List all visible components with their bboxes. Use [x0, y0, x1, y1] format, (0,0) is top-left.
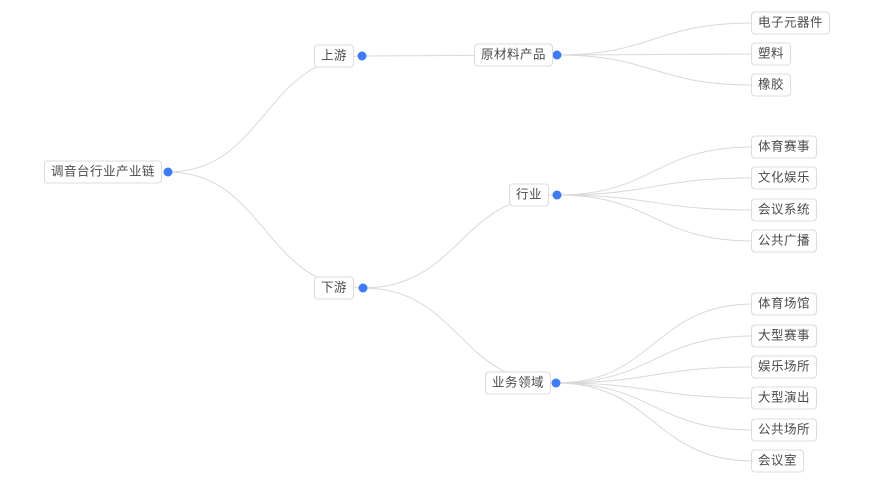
edge-group — [167, 22, 754, 462]
edge-business-public-places — [555, 382, 754, 431]
downstream-node-dot[interactable] — [358, 283, 368, 293]
node-public-broadcast[interactable]: 公共广播 — [751, 229, 818, 253]
edge-downstream-business-areas — [362, 287, 557, 384]
root-node-dot[interactable] — [163, 167, 173, 177]
node-large-performances[interactable]: 大型演出 — [751, 386, 818, 410]
node-large-events[interactable]: 大型赛事 — [751, 324, 818, 348]
business-areas-node-dot[interactable] — [551, 378, 561, 388]
edge-root-downstream — [167, 171, 364, 289]
edge-industry-culture-entertainment — [556, 177, 754, 196]
node-culture-entertainment[interactable]: 文化娱乐 — [751, 166, 818, 190]
edge-industry-public-broadcast — [556, 194, 754, 242]
node-downstream[interactable]: 下游 — [314, 276, 355, 300]
raw-materials-node-dot[interactable] — [552, 50, 562, 60]
edge-business-entertainment-venues — [555, 366, 754, 384]
edge-business-meeting-room — [555, 382, 754, 462]
node-rubber[interactable]: 橡胶 — [751, 73, 792, 97]
node-raw-materials[interactable]: 原材料产品 — [474, 43, 554, 67]
node-plastic[interactable]: 塑料 — [751, 42, 792, 66]
node-public-places[interactable]: 公共场所 — [751, 418, 818, 442]
industry-node-dot[interactable] — [552, 190, 562, 200]
edge-industry-sports-events — [556, 146, 754, 196]
edge-raw-materials-plastic — [556, 53, 754, 56]
edge-business-large-events — [555, 335, 754, 384]
node-dot-group — [163, 50, 562, 388]
node-entertainment-venues[interactable]: 娱乐场所 — [751, 355, 818, 379]
node-root[interactable]: 调音台行业产业链 — [44, 160, 163, 184]
node-business-areas[interactable]: 业务领域 — [485, 371, 552, 395]
node-sports-events[interactable]: 体育赛事 — [751, 135, 818, 159]
node-conference-system[interactable]: 会议系统 — [751, 198, 818, 222]
edge-raw-materials-electronic-components — [556, 22, 754, 56]
node-meeting-room[interactable]: 会议室 — [751, 449, 805, 473]
edge-business-large-performances — [555, 382, 754, 399]
node-industry[interactable]: 行业 — [509, 183, 550, 207]
upstream-node-dot[interactable] — [357, 51, 367, 61]
edge-root-upstream — [167, 55, 363, 173]
edge-business-sports-venues — [555, 303, 754, 384]
node-sports-venues[interactable]: 体育场馆 — [751, 292, 818, 316]
node-electronic-components[interactable]: 电子元器件 — [751, 11, 831, 35]
edge-raw-materials-rubber — [556, 54, 754, 86]
edge-downstream-industry — [362, 194, 558, 289]
node-upstream[interactable]: 上游 — [314, 44, 355, 68]
edge-industry-conference-system — [556, 194, 754, 211]
